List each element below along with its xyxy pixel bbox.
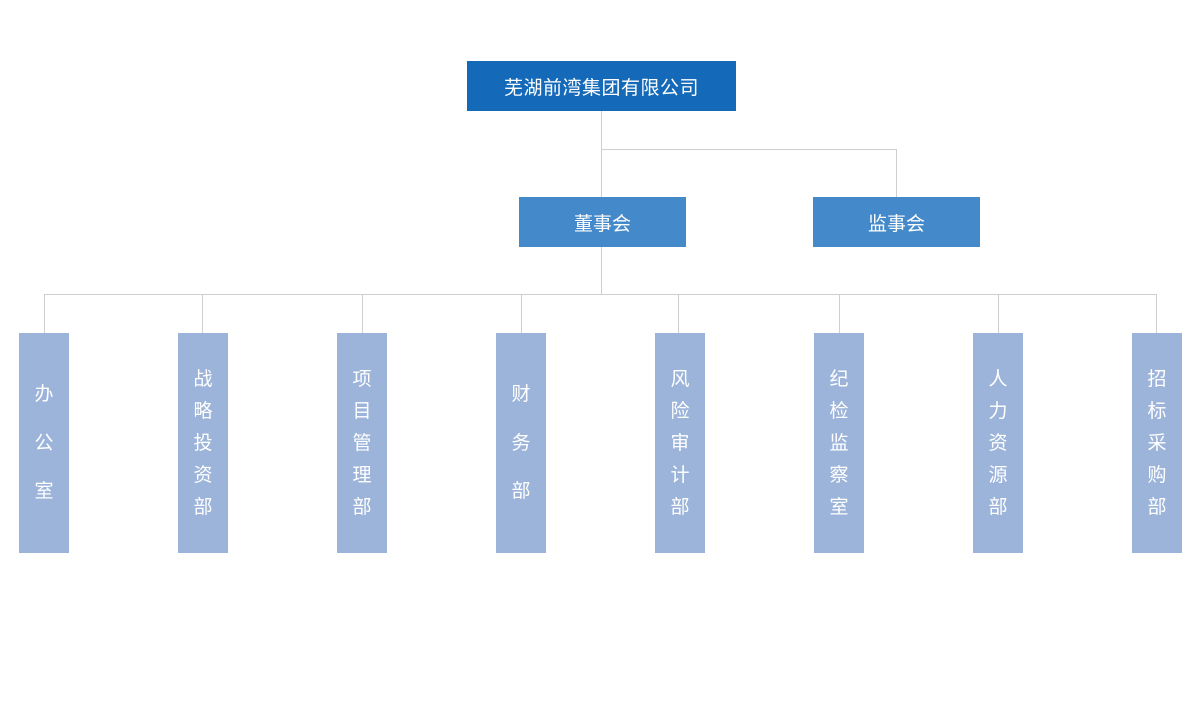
connector-dept-3 [362, 294, 363, 333]
connector-dept-6 [839, 294, 840, 333]
department-label-char: 部 [193, 496, 213, 518]
department-node: 办公室 [19, 333, 69, 553]
department-node: 纪检监察室 [814, 333, 864, 553]
department-label: 纪检监察室 [829, 333, 848, 553]
department-label-char: 办 [34, 383, 54, 406]
connector-dept-5 [678, 294, 679, 333]
connector-dept-7 [998, 294, 999, 333]
department-label: 项目管理部 [352, 333, 371, 553]
department-label-char: 部 [988, 496, 1008, 518]
department-label-char: 部 [1147, 496, 1167, 518]
root-node-label: 芜湖前湾集团有限公司 [503, 76, 699, 99]
connector-departments-horizontal [44, 294, 1157, 295]
connector-boards-horizontal [601, 149, 897, 150]
department-label-char: 资 [193, 464, 213, 486]
board-of-directors-node: 董事会 [519, 197, 686, 247]
department-label-char: 财 [511, 383, 531, 406]
department-label-char: 力 [988, 400, 1008, 422]
department-node: 人力资源部 [973, 333, 1023, 553]
department-label: 财务部 [511, 333, 530, 553]
connector-board-directors-up [601, 149, 602, 197]
department-node: 招标采购部 [1132, 333, 1182, 553]
connector-board-supervisors-up [896, 149, 897, 197]
connector-dept-1 [44, 294, 45, 333]
department-label-char: 风 [670, 368, 690, 390]
department-label-char: 招 [1147, 368, 1167, 390]
department-label-char: 部 [670, 496, 690, 518]
department-node: 项目管理部 [337, 333, 387, 553]
connector-directors-down [601, 247, 602, 294]
department-label: 战略投资部 [193, 333, 212, 553]
department-label-char: 检 [829, 400, 849, 422]
department-label-char: 采 [1147, 432, 1167, 454]
department-label-char: 管 [352, 432, 372, 454]
department-label-char: 部 [511, 480, 531, 503]
department-label-char: 略 [193, 400, 213, 422]
connector-dept-2 [202, 294, 203, 333]
department-label-char: 目 [352, 400, 372, 422]
department-label-char: 室 [34, 480, 54, 503]
department-label-char: 险 [670, 400, 690, 422]
department-label-char: 理 [352, 464, 372, 486]
department-label-char: 资 [988, 432, 1008, 454]
connector-dept-4 [521, 294, 522, 333]
board-of-directors-label: 董事会 [573, 212, 631, 235]
department-label: 招标采购部 [1147, 333, 1166, 553]
connector-root-down [601, 111, 602, 149]
department-label-char: 务 [511, 431, 531, 454]
department-node: 战略投资部 [178, 333, 228, 553]
department-label-char: 监 [829, 432, 849, 454]
department-label: 人力资源部 [988, 333, 1007, 553]
department-label-char: 部 [352, 496, 372, 518]
department-label-char: 公 [34, 431, 54, 454]
department-label-char: 察 [829, 464, 849, 486]
department-label-char: 购 [1147, 464, 1167, 486]
department-label-char: 战 [193, 368, 213, 390]
connector-dept-8 [1156, 294, 1157, 333]
department-label-char: 源 [988, 464, 1008, 486]
root-node: 芜湖前湾集团有限公司 [467, 61, 736, 111]
department-label-char: 审 [670, 432, 690, 454]
board-of-supervisors-node: 监事会 [813, 197, 980, 247]
department-label-char: 室 [829, 496, 849, 518]
department-label-char: 项 [352, 368, 372, 390]
department-label-char: 人 [988, 368, 1008, 390]
department-label-char: 标 [1147, 400, 1167, 422]
department-label: 办公室 [34, 333, 53, 553]
board-of-supervisors-label: 监事会 [867, 212, 925, 235]
department-node: 风险审计部 [655, 333, 705, 553]
department-label-char: 投 [193, 432, 213, 454]
department-label: 风险审计部 [670, 333, 689, 553]
department-node: 财务部 [496, 333, 546, 553]
department-label-char: 计 [670, 464, 690, 486]
department-label-char: 纪 [829, 368, 849, 390]
